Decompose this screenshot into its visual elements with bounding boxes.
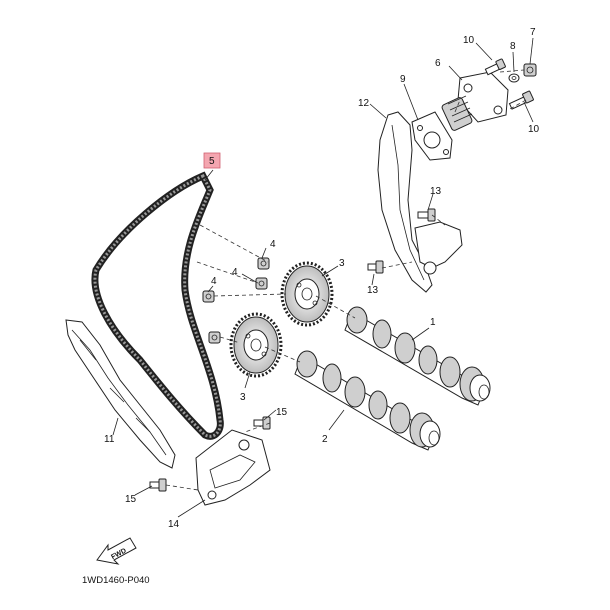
bolt-part-10-lower bbox=[508, 90, 534, 110]
bolt-part-4-b bbox=[255, 277, 268, 290]
callout-13-upper: 13 bbox=[430, 186, 442, 197]
tensioner-guide-part-12 bbox=[377, 111, 463, 293]
callout-1: 1 bbox=[430, 317, 436, 328]
callout-5-highlight bbox=[203, 152, 221, 169]
callout-12: 12 bbox=[358, 98, 370, 109]
leader-lines bbox=[112, 37, 534, 518]
callout-15-upper: 15 bbox=[276, 407, 288, 418]
alignment-lines bbox=[165, 69, 527, 491]
bolt-part-15-upper bbox=[253, 416, 271, 430]
guide-stopper-part-14 bbox=[195, 429, 271, 506]
callout-3-upper: 3 bbox=[339, 258, 345, 269]
callout-14: 14 bbox=[168, 519, 180, 530]
callout-labels: 5 1 2 3 3 4 4 4 6 7 8 9 10 10 11 12 13 1… bbox=[104, 27, 540, 530]
bolt-part-4-a bbox=[257, 257, 270, 270]
callout-10-lower: 10 bbox=[528, 124, 540, 135]
callout-9: 9 bbox=[400, 74, 406, 85]
callout-4-a: 4 bbox=[270, 239, 276, 250]
chain-guide-part-11 bbox=[65, 319, 176, 469]
callout-3-lower: 3 bbox=[240, 392, 246, 403]
bolt-part-4-c bbox=[202, 290, 215, 303]
timing-chain bbox=[91, 171, 224, 440]
bolt-part-15-lower bbox=[149, 478, 167, 492]
washer-part-8 bbox=[508, 73, 520, 83]
cam-sprocket-part-3-lower bbox=[229, 312, 283, 378]
bolt-part-13-lower bbox=[367, 260, 384, 274]
callout-8: 8 bbox=[510, 41, 516, 52]
callout-2: 2 bbox=[322, 434, 328, 445]
tensioner-part-6 bbox=[441, 71, 509, 131]
camshaft-part-2 bbox=[294, 350, 441, 451]
bolt-part-4-d bbox=[208, 331, 221, 344]
cam-sprocket-part-3-upper bbox=[280, 261, 334, 327]
callout-4-b: 4 bbox=[232, 267, 238, 278]
callout-11: 11 bbox=[104, 434, 115, 445]
callout-4-c: 4 bbox=[211, 276, 217, 287]
bolt-part-10-upper bbox=[484, 58, 506, 76]
bolt-part-7 bbox=[523, 63, 537, 77]
callout-6: 6 bbox=[435, 58, 441, 69]
callout-15-lower: 15 bbox=[125, 494, 137, 505]
callout-10-upper: 10 bbox=[463, 35, 475, 46]
callout-7: 7 bbox=[530, 27, 536, 38]
fwd-arrow-icon: FWD bbox=[96, 537, 137, 565]
callout-5: 5 bbox=[209, 156, 215, 167]
diagram-code: 1WD1460-P040 bbox=[82, 575, 150, 586]
camshaft-part-1 bbox=[344, 306, 491, 406]
gasket-part-9 bbox=[411, 111, 453, 161]
callout-13-lower: 13 bbox=[367, 285, 379, 296]
